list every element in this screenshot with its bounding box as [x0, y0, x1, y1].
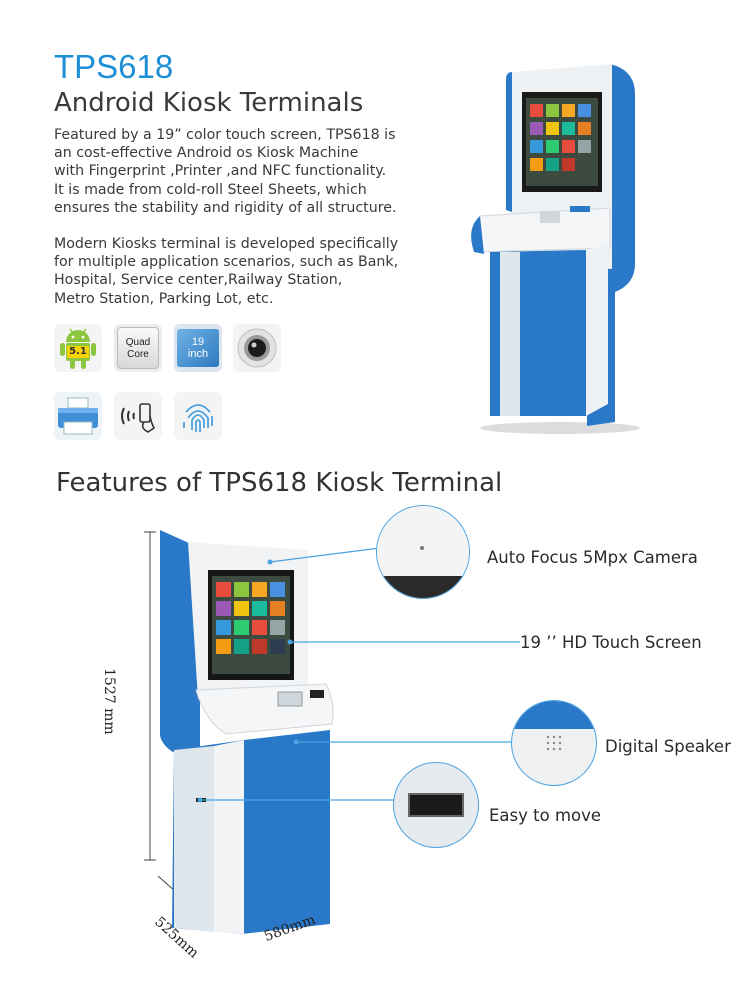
- quad-core-icon: Quad Core: [114, 324, 162, 372]
- description-line: It is made from cold-roll Steel Sheets, …: [54, 181, 367, 198]
- screen-size-unit: inch: [187, 348, 209, 360]
- description-line: with Fingerprint ,Printer ,and NFC funct…: [54, 163, 387, 180]
- page-subtitle: Android Kiosk Terminals: [54, 88, 364, 118]
- description-line: an cost-effective Android os Kiosk Machi…: [54, 145, 359, 162]
- description-line: for multiple application scenarios, such…: [54, 254, 399, 271]
- screen-size-icon: 19 inch: [174, 324, 222, 372]
- screen-feature-label: 19 ’’ HD Touch Screen: [520, 633, 702, 652]
- kiosk-product-image: [471, 64, 640, 434]
- handle-callout: [393, 762, 479, 848]
- model-title: TPS618: [54, 48, 174, 85]
- camera-callout: [376, 505, 470, 599]
- features-section-title: Features of TPS618 Kiosk Terminal: [56, 468, 503, 498]
- description-paragraph-1: Featured by a 19” color touch screen, TP…: [54, 126, 434, 217]
- fingerprint-icon: [174, 392, 222, 440]
- description-line: ensures the stability and rigidity of al…: [54, 199, 397, 216]
- move-feature-label: Easy to move: [489, 806, 602, 825]
- description-line: Featured by a 19” color touch screen, TP…: [54, 127, 396, 143]
- speaker-callout: [511, 700, 597, 786]
- cpu-label-line2: Core: [127, 349, 149, 360]
- description-line: Modern Kiosks terminal is developed spec…: [54, 236, 399, 252]
- android-version-label: 5.1: [69, 346, 87, 357]
- nfc-icon: [114, 392, 162, 440]
- speaker-feature-label: Digital Speaker: [605, 737, 731, 756]
- android-icon: 5.1: [54, 324, 102, 372]
- printer-icon: [54, 392, 102, 440]
- cpu-label-line1: Quad: [125, 337, 151, 348]
- screen-size-number: 19: [191, 336, 205, 348]
- description-line: Metro Station, Parking Lot, etc.: [54, 290, 274, 307]
- description-line: Hospital, Service center,Railway Station…: [54, 272, 343, 289]
- camera-feature-label: Auto Focus 5Mpx Camera: [487, 548, 698, 567]
- kiosk-feature-diagram: [144, 530, 334, 934]
- description-paragraph-2: Modern Kiosks terminal is developed spec…: [54, 235, 434, 308]
- camera-icon: [233, 324, 281, 372]
